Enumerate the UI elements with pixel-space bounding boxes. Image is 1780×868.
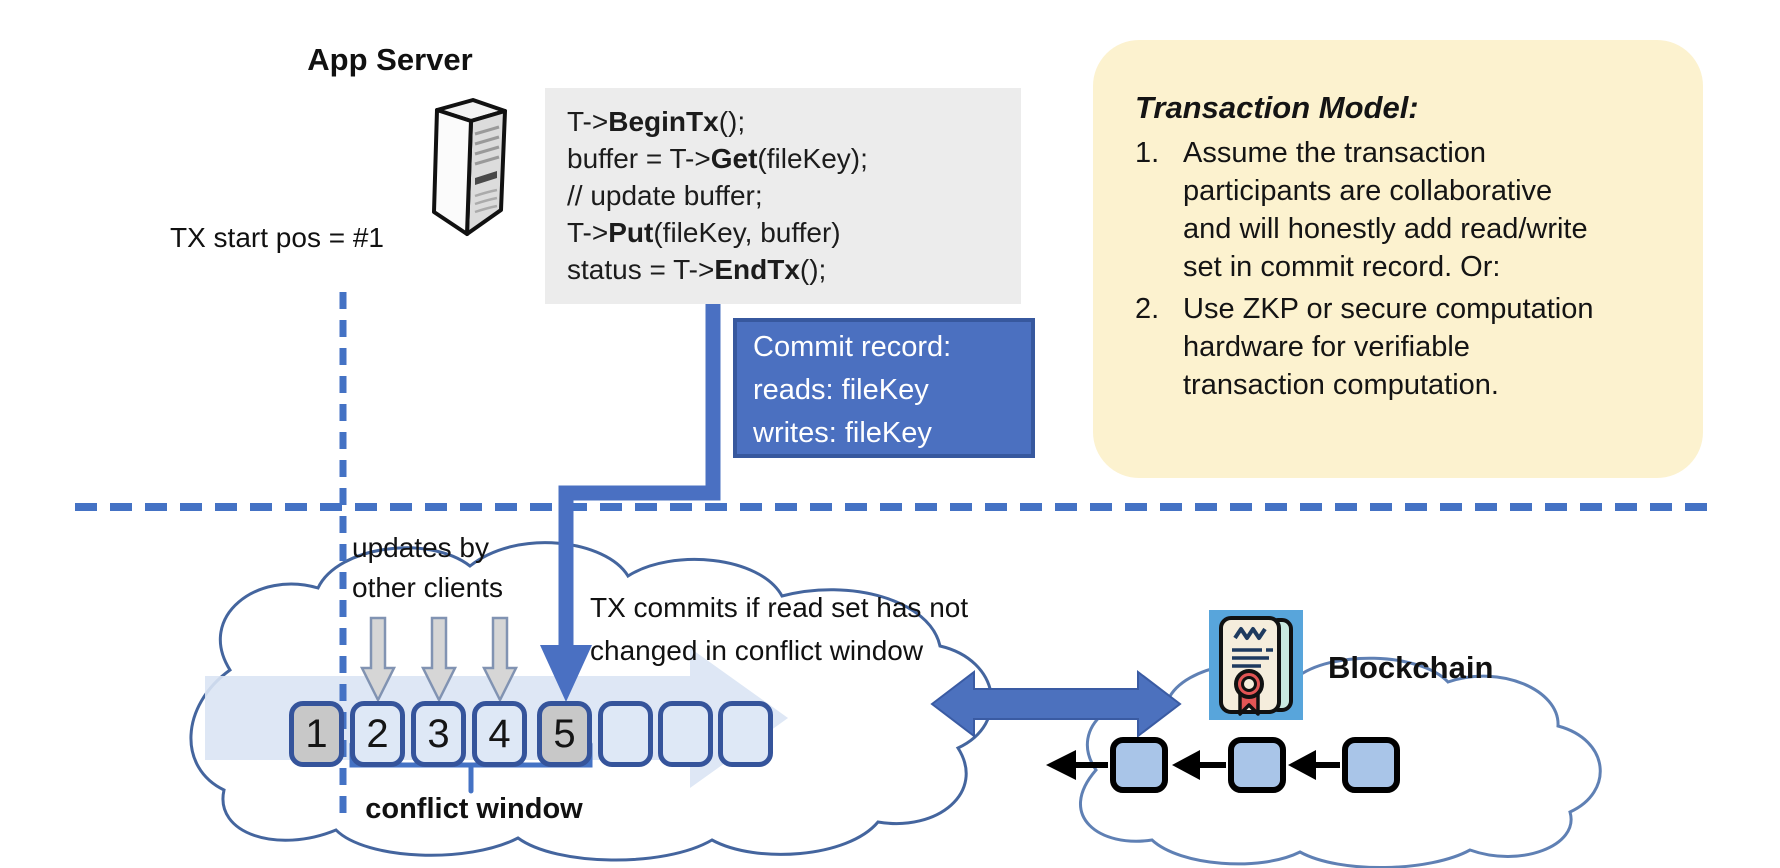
conflict-cloud-outline [189, 541, 994, 862]
transaction-model-item: 1. Assume the transaction participants a… [1135, 134, 1673, 286]
tx-start-label: TX start pos = #1 [170, 222, 384, 253]
ledger-block-2: 2 [350, 701, 405, 767]
transaction-model-note: Transaction Model: 1. Assume the transac… [1093, 40, 1703, 478]
commit-arrow [558, 300, 721, 648]
smart-contract-certificate-icon [1209, 610, 1303, 720]
code-line: // update buffer; [567, 180, 763, 211]
code-line: T->BeginTx(); [567, 106, 746, 137]
update-arrow-icon [481, 616, 519, 703]
code-block: T->BeginTx(); buffer = T->Get(fileKey); … [545, 88, 1021, 304]
ledger-block-3: 3 [411, 701, 466, 767]
chain-block [1342, 737, 1400, 793]
ledger-block-1: 1 [289, 701, 344, 767]
item-text: Assume the transaction participants are … [1183, 137, 1588, 283]
updates-by-other-clients-label: updates by other clients [352, 532, 503, 603]
update-arrow-icon [359, 616, 397, 703]
ledger-block-empty [718, 701, 773, 767]
ledger-block-5: 5 [537, 701, 592, 767]
sync-double-arrow [930, 669, 1182, 739]
commit-record-box: Commit record: reads: fileKey writes: fi… [733, 318, 1035, 458]
conflict-window-label: conflict window [365, 793, 583, 825]
item-text: Use ZKP or secure computation hardware f… [1183, 293, 1594, 401]
item-number: 2. [1135, 293, 1160, 325]
chain-block [1110, 737, 1168, 793]
app-server-title: App Server [307, 42, 473, 77]
blockchain-label: Blockchain [1328, 650, 1494, 685]
code-line: status = T->EndTx(); [567, 254, 827, 285]
server-tower-icon [432, 98, 507, 236]
ledger-block-empty [598, 701, 653, 767]
update-arrow-icon [420, 616, 458, 703]
commit-arrow-head [540, 645, 592, 702]
ledger-block-empty [658, 701, 713, 767]
item-number: 1. [1135, 137, 1160, 169]
code-line: buffer = T->Get(fileKey); [567, 143, 868, 174]
chain-link-arrows [1046, 750, 1340, 780]
chain-block [1228, 737, 1286, 793]
code-line: T->Put(fileKey, buffer) [567, 217, 841, 248]
transaction-model-title: Transaction Model: [1135, 90, 1419, 125]
ledger-block-4: 4 [472, 701, 527, 767]
transaction-model-item: 2. Use ZKP or secure computation hardwar… [1135, 290, 1673, 404]
commit-condition-label: TX commits if read set has not changed i… [590, 592, 969, 666]
